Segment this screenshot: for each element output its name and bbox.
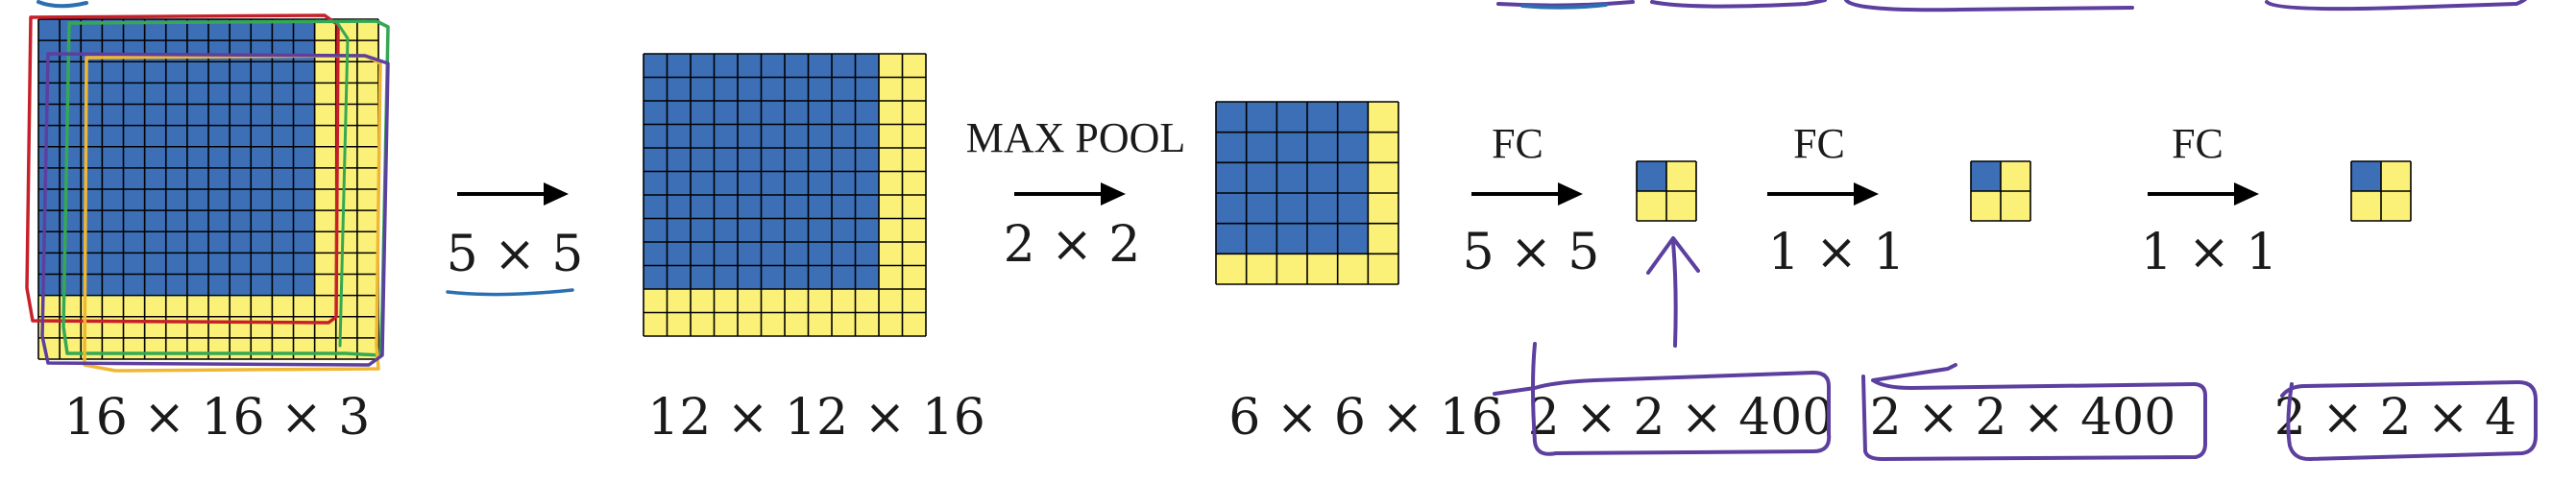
fc2-size-label: 2 × 2 × 400 <box>1870 389 2176 447</box>
fc1-output-volume <box>1636 160 1697 222</box>
grid-lines <box>1215 101 1399 285</box>
op3-kernel-label: 5 × 5 <box>1463 224 1600 281</box>
arrow-right-icon <box>1767 182 1879 206</box>
op1-kernel-label: 5 × 5 <box>447 226 584 283</box>
grid-lines <box>1970 160 2031 222</box>
op5-kernel-label: 1 × 1 <box>2141 224 2278 281</box>
blue-region <box>1216 102 1369 254</box>
sliding-window-annotations <box>25 13 390 373</box>
blue-region <box>2351 161 2381 191</box>
ink-mark <box>1496 0 1635 8</box>
ink-mark <box>1520 3 1608 10</box>
input-size-label: 16 × 16 × 3 <box>64 389 371 447</box>
handwritten-annotations <box>1493 236 2538 461</box>
operation-labels: 5 × 5 MAX POOL 2 × 2 FC 5 × 5 FC 1 × 1 F… <box>447 114 2278 283</box>
arrow-right-icon <box>1471 182 1583 206</box>
top-edge-annotations <box>36 0 2528 12</box>
ink-mark <box>2265 0 2528 12</box>
op4-name-label: FC <box>1793 120 1845 167</box>
op5-name-label: FC <box>2172 120 2224 167</box>
ink-mark <box>1650 0 1827 9</box>
op2-kernel-label: 2 × 2 <box>1004 216 1141 274</box>
blue-region <box>1971 161 2001 191</box>
pool-size-label: 6 × 6 × 16 <box>1228 389 1503 447</box>
volume-labels: 16 × 16 × 3 12 × 12 × 16 6 × 6 × 16 2 × … <box>64 389 2517 447</box>
out-size-label: 2 × 2 × 4 <box>2274 389 2517 447</box>
op2-name-label: MAX POOL <box>966 114 1186 161</box>
grid-lines <box>37 18 379 360</box>
out-label-box <box>2280 380 2538 461</box>
ink-mark <box>36 0 88 9</box>
kernel-underline <box>446 288 574 297</box>
arrow-right-icon <box>2148 182 2259 206</box>
arrow-right-icon <box>457 182 569 206</box>
fc1-pointer-line <box>1671 240 1678 348</box>
fc1-pointer-arrowhead-icon <box>1646 236 1700 275</box>
grid-lines <box>1636 160 1697 222</box>
input-volume <box>37 18 379 360</box>
arrows <box>457 182 2259 206</box>
op3-name-label: FC <box>1492 120 1543 167</box>
conv-output-volume <box>643 53 927 337</box>
arrow-right-icon <box>1014 182 1126 206</box>
ink-mark <box>1844 0 2134 12</box>
fc2-output-volume <box>1970 160 2031 222</box>
grid-lines <box>643 53 927 337</box>
pool-output-volume <box>1215 101 1399 285</box>
final-output-volume <box>2350 160 2412 222</box>
blue-region <box>1637 161 1666 191</box>
blue-region <box>38 19 315 296</box>
conv-size-label: 12 × 12 × 16 <box>647 389 985 447</box>
op4-kernel-label: 1 × 1 <box>1768 224 1906 281</box>
fc2-label-box <box>1861 363 2207 461</box>
fc1-label-box <box>1493 342 1832 456</box>
grid-lines <box>2350 160 2412 222</box>
fc1-size-label: 2 × 2 × 400 <box>1528 389 1835 447</box>
